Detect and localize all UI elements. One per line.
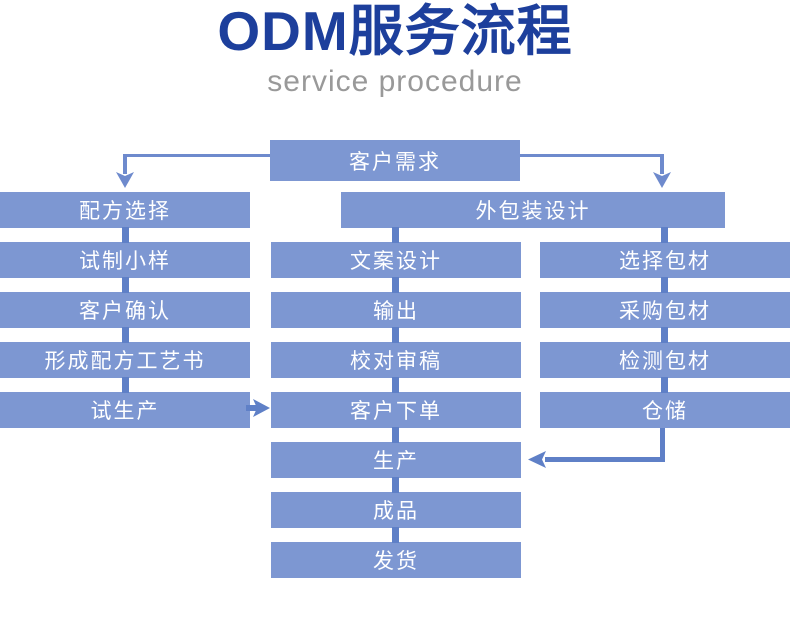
- flow-node-finished-product: 成品: [271, 492, 521, 528]
- connector-line: [122, 377, 129, 393]
- arrow-left-icon: [528, 451, 546, 468]
- connector-line: [246, 405, 258, 411]
- arrow-right-icon: [253, 399, 270, 417]
- flow-node-formula-process-document: 形成配方工艺书: [0, 342, 250, 378]
- flow-node-customer-order: 客户下单: [271, 392, 521, 428]
- connector-line: [392, 277, 399, 293]
- flow-node-production: 生产: [271, 442, 521, 478]
- connector-line: [392, 527, 399, 543]
- flow-node-output: 输出: [271, 292, 521, 328]
- connector-line: [392, 427, 399, 443]
- flow-node-shipping: 发货: [271, 542, 521, 578]
- page-subtitle: service procedure: [267, 65, 523, 98]
- flow-node-formula-selection: 配方选择: [0, 192, 250, 228]
- flow-node-copywriting-design: 文案设计: [271, 242, 521, 278]
- connector-line: [660, 428, 665, 462]
- connector-line: [661, 227, 668, 243]
- connector-line: [545, 457, 665, 462]
- connector-line: [661, 277, 668, 293]
- flow-node-inspect-packaging: 检测包材: [540, 342, 790, 378]
- connector-line: [661, 377, 668, 393]
- page-title: ODM服务流程: [217, 0, 573, 62]
- connector-line: [392, 327, 399, 343]
- flow-node-customer-demand: 客户需求: [270, 140, 520, 181]
- connector-line: [392, 227, 399, 243]
- connector-line: [520, 154, 664, 157]
- connector-line: [660, 154, 664, 174]
- connector-line: [122, 277, 129, 293]
- flow-node-outer-packaging-design: 外包装设计: [341, 192, 725, 228]
- arrow-down-icon: [653, 172, 671, 188]
- arrow-down-icon: [116, 172, 134, 188]
- flow-node-trial-sample: 试制小样: [0, 242, 250, 278]
- flow-node-warehousing: 仓储: [540, 392, 790, 428]
- connector-line: [123, 154, 127, 174]
- connector-line: [661, 327, 668, 343]
- connector-line: [392, 477, 399, 493]
- flow-node-customer-confirmation: 客户确认: [0, 292, 250, 328]
- flow-node-proofreading-review: 校对审稿: [271, 342, 521, 378]
- connector-line: [122, 227, 129, 243]
- connector-line: [122, 327, 129, 343]
- flow-node-purchase-packaging: 采购包材: [540, 292, 790, 328]
- flow-node-select-packaging: 选择包材: [540, 242, 790, 278]
- connector-line: [123, 154, 270, 157]
- flow-node-trial-production: 试生产: [0, 392, 250, 428]
- connector-line: [392, 377, 399, 393]
